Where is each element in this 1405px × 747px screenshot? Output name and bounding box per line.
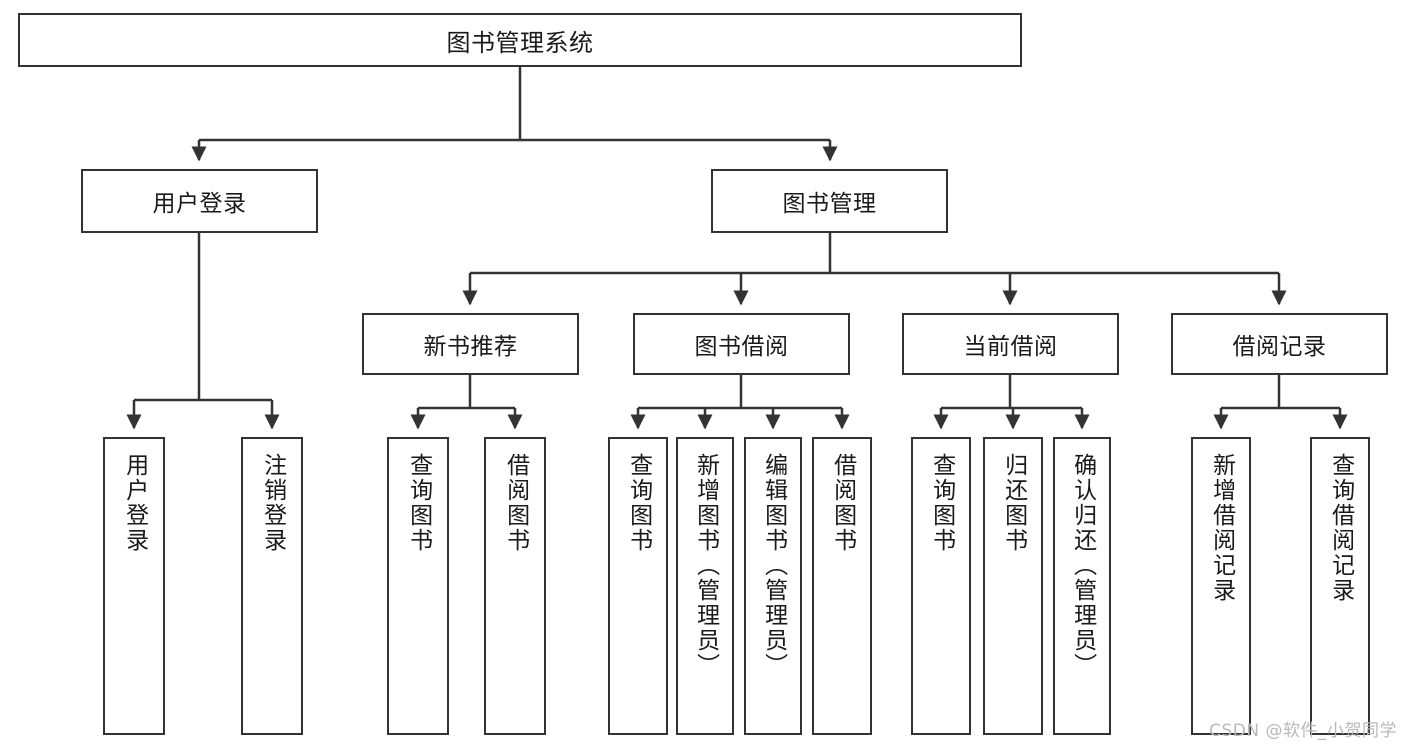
node-leaf-query-book-1[interactable]: 查询图书 (387, 437, 449, 735)
node-leaf-user-login[interactable]: 用户登录 (103, 437, 165, 735)
watermark-credit: CSDN @软件_小贺同学 (1209, 721, 1397, 741)
node-leaf-return-book[interactable]: 归还图书 (983, 437, 1043, 735)
node-label: 查询图书 (405, 453, 432, 553)
node-label: 查询图书 (625, 453, 652, 553)
node-label: 新增借阅记录 (1208, 453, 1235, 603)
node-label: 借阅图书 (502, 453, 529, 553)
node-leaf-logout-login[interactable]: 注销登录 (241, 437, 303, 735)
node-leaf-query-book-3[interactable]: 查询图书 (911, 437, 971, 735)
node-borrow-record[interactable]: 借阅记录 (1171, 313, 1388, 375)
node-label: 查询借阅记录 (1327, 453, 1354, 603)
node-leaf-edit-book[interactable]: 编辑图书（管理员） (744, 437, 802, 735)
node-label: 注销登录 (259, 453, 286, 553)
node-new-book-recommend[interactable]: 新书推荐 (362, 313, 579, 375)
node-label: 新增图书（管理员） (692, 453, 719, 678)
node-label: 确认归还（管理员） (1069, 453, 1096, 678)
node-label: 借阅图书 (829, 453, 856, 553)
node-leaf-borrow-book-1[interactable]: 借阅图书 (484, 437, 546, 735)
node-label: 编辑图书（管理员） (760, 453, 787, 678)
node-user-login[interactable]: 用户登录 (81, 169, 318, 233)
node-label: 用户登录 (121, 453, 148, 553)
node-leaf-confirm-return[interactable]: 确认归还（管理员） (1053, 437, 1111, 735)
node-label: 归还图书 (1000, 453, 1027, 553)
node-leaf-query-record[interactable]: 查询借阅记录 (1310, 437, 1370, 735)
node-book-manage[interactable]: 图书管理 (711, 169, 948, 233)
node-leaf-borrow-book-2[interactable]: 借阅图书 (812, 437, 872, 735)
node-root-system[interactable]: 图书管理系统 (18, 13, 1022, 67)
node-label: 查询图书 (928, 453, 955, 553)
node-current-borrow[interactable]: 当前借阅 (902, 313, 1119, 375)
node-book-borrow[interactable]: 图书借阅 (633, 313, 850, 375)
node-leaf-query-book-2[interactable]: 查询图书 (608, 437, 668, 735)
node-leaf-add-book[interactable]: 新增图书（管理员） (676, 437, 734, 735)
node-leaf-add-record[interactable]: 新增借阅记录 (1191, 437, 1251, 735)
